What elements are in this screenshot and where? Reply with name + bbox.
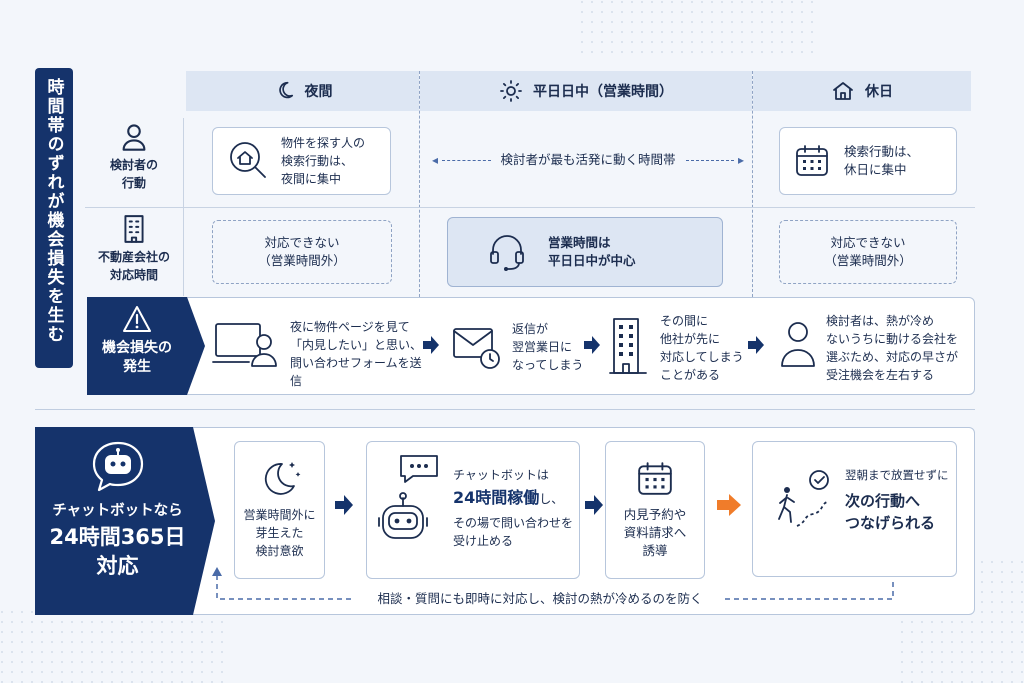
chatbot-label-shape (35, 427, 215, 615)
chatbot-step2-textblock: チャットボットは 24時間稼働し、 その場で問い合わせを 受け止める (453, 466, 577, 550)
customer-holiday-text: 検索行動は、 休日に集中 (844, 144, 920, 177)
chatbot-arrow-2 (585, 495, 603, 515)
loss-arrow-2 (584, 336, 600, 354)
company-night-text: 対応できない （営業時間外） (258, 235, 346, 268)
chatbot-step2-highlight: 24時間稼働 (453, 488, 540, 507)
loss-band (87, 297, 975, 395)
loss-label-text: 機会損失の 発生 (102, 340, 172, 375)
divider-2 (752, 71, 753, 297)
customer-weekday-range: ◂ 検討者が最も活発に動く時間帯 ▸ (432, 152, 745, 167)
customer-night-card: 物件を探す人の 検索行動は、 夜間に集中 (212, 127, 391, 195)
row-label-company: 不動産会社の 対応時間 (85, 212, 183, 296)
chatbot-arrow-orange (717, 494, 741, 516)
chatbot-label: チャットボットなら 24時間365日 対応 (35, 438, 200, 608)
chatbot-step2-line3: その場で問い合わせを 受け止める (453, 516, 574, 548)
walking-path-icon (778, 470, 829, 527)
calendar-icon-2 (638, 462, 672, 495)
chatbot-label-line3: 対応 (96, 554, 139, 578)
loss-step3-text: その間に 他社が先に 対応してしまう ことがある (660, 314, 744, 382)
chatbot-label-line1: チャットボットなら (52, 503, 183, 519)
side-title: 時間帯のずれが機会損失を生む (43, 78, 64, 344)
person-icon (122, 124, 146, 151)
chatbot-step1-text: 営業時間外に 芽生えた 検討意欲 (243, 508, 316, 558)
chatbot-step1-card: 営業時間外に 芽生えた 検討意欲 (234, 441, 325, 579)
chatbot-label-line2: 24時間365日 (49, 525, 186, 549)
moon-stars-icon (264, 462, 300, 495)
customer-night-text: 物件を探す人の 検索行動は、 夜間に集中 (281, 136, 366, 186)
company-weekday-text: 営業時間は 平日日中が中心 (548, 235, 636, 268)
person-icon-2 (781, 322, 815, 367)
house-icon (833, 82, 853, 100)
section-separator (35, 409, 975, 410)
row-label-company-text: 不動産会社の 対応時間 (97, 250, 170, 282)
chatbot-footer-text: 相談・質問にも即時に対応し、検討の熱が冷めるのを防く (377, 591, 703, 606)
header-holiday-label: 休日 (865, 84, 893, 100)
company-holiday-card: 対応できない （営業時間外） (779, 220, 957, 284)
loss-label: 機会損失の 発生 (87, 303, 187, 391)
row-label-customer: 検討者の 行動 (88, 118, 180, 206)
sun-icon (500, 80, 522, 102)
header-holiday: 休日 (753, 71, 971, 111)
loss-arrow-3 (748, 336, 764, 354)
company-weekday-card: 営業時間は 平日日中が中心 (447, 217, 723, 287)
moon-icon (278, 81, 293, 99)
chatbot-step4-big: 次の行動へ つなげられる (845, 492, 936, 532)
customer-weekday-text: 検討者が最も活発に動く時間帯 (500, 152, 676, 167)
header-weekday: 平日日中（営業時間） (420, 71, 752, 111)
loss-step1-text: 夜に物件ページを見て 「内見したい」と思い、 問い合わせフォームを送信 (290, 320, 423, 388)
chatbot-arrow-1 (335, 495, 353, 515)
chatbot-step4-card: 翌朝まで放置せずに 次の行動へ つなげられる (752, 441, 957, 577)
competitor-building-icon (609, 318, 647, 374)
office-building-icon (124, 215, 144, 243)
header-weekday-label: 平日日中（営業時間） (533, 84, 673, 100)
side-title-box: 時間帯のずれが機会損失を生む (35, 68, 73, 368)
chatbot-step4-small: 翌朝まで放置せずに (845, 468, 949, 482)
row-label-customer-text: 検討者の 行動 (109, 158, 158, 190)
chatbot-step3-text: 内見予約や 資料請求へ 誘導 (623, 507, 687, 558)
mail-clock-icon (453, 328, 500, 369)
feedback-loop-line (212, 567, 894, 600)
chatbot-step2-line2b: し、 (539, 492, 564, 506)
company-holiday-text: 対応できない （営業時間外） (824, 235, 912, 268)
company-night-card: 対応できない （営業時間外） (212, 220, 392, 284)
loss-step2-text: 返信が 翌営業日に なってしまう (512, 322, 584, 372)
loss-label-shape (87, 297, 205, 395)
warning-icon (123, 306, 151, 332)
chatbot-bubble-icon (92, 441, 143, 492)
chatbot-step3-card: 内見予約や 資料請求へ 誘導 (605, 441, 705, 579)
chatbot-step2-card: チャットボットは 24時間稼働し、 その場で問い合わせを 受け止める (366, 441, 580, 579)
calendar-icon (796, 145, 828, 176)
search-house-icon (230, 142, 266, 178)
chatbot-step4-textblock: 翌朝まで放置せずに 次の行動へ つなげられる (845, 466, 957, 534)
chatbot-step2-line1: チャットボットは (453, 468, 549, 482)
customer-holiday-card: 検索行動は、 休日に集中 (779, 127, 957, 195)
laptop-user-icon (212, 323, 277, 367)
divider-1 (419, 71, 420, 297)
loss-step4-text: 検討者は、熱が冷め ないうちに動ける会社を 選ぶため、対応の早さが 受注機会を左… (826, 314, 959, 382)
header-night: 夜間 (186, 71, 419, 111)
robot-icon (378, 492, 428, 539)
loss-arrow-1 (423, 336, 439, 354)
row-divider (85, 207, 975, 208)
headset-icon (490, 235, 524, 271)
header-night-label: 夜間 (304, 84, 333, 100)
label-divider (183, 118, 184, 296)
speech-bubble-icon (400, 455, 438, 483)
